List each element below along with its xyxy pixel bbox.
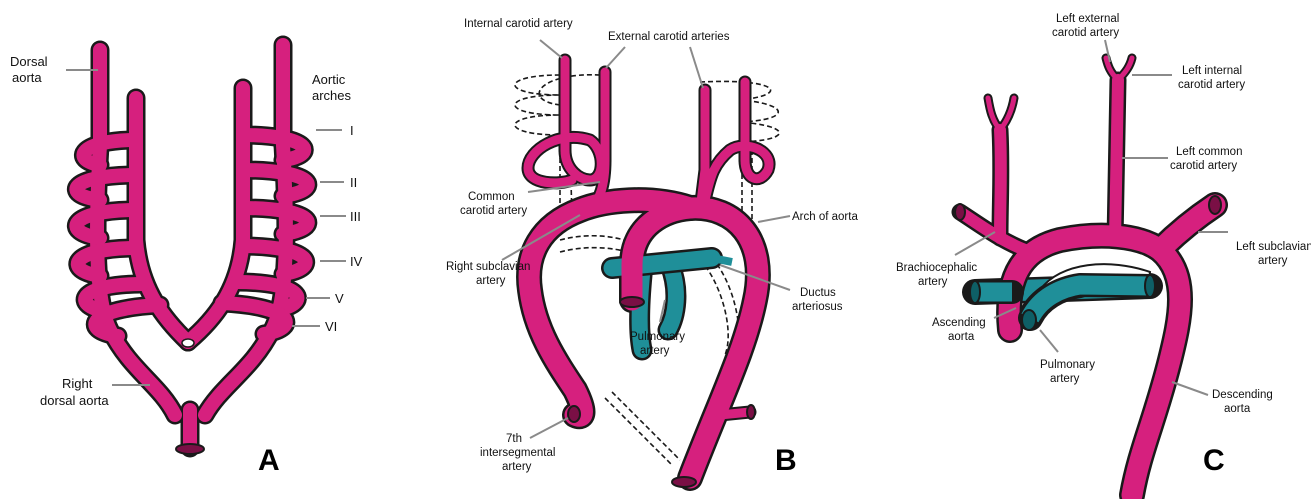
label-left-external-carotid-line2: carotid artery	[1052, 27, 1119, 39]
label-arch-of-aorta: Arch of aorta	[792, 211, 858, 223]
label-left-internal-carotid-line2: carotid artery	[1178, 79, 1245, 91]
label-brachiocephalic-line2: artery	[918, 276, 948, 288]
panel-b-vessels	[528, 60, 769, 487]
label-left-common-carotid-line2: carotid artery	[1170, 160, 1237, 172]
label-aortic-arches-line1: Aortic	[312, 72, 346, 87]
label-arch-vi: VI	[325, 319, 337, 334]
label-arch-v: V	[335, 291, 344, 306]
label-left-common-carotid-line1: Left common	[1176, 146, 1242, 158]
label-internal-carotid-artery: Internal carotid artery	[464, 18, 573, 30]
label-ductus-arteriosus-line2: arteriosus	[792, 301, 843, 313]
panel-letter-c: C	[1203, 444, 1225, 477]
label-external-carotid-arteries: External carotid arteries	[608, 31, 730, 43]
panel-letter-a: A	[258, 444, 280, 477]
panel-c-vessels	[955, 58, 1221, 495]
label-pulmonary-artery-b-line2: artery	[640, 345, 670, 357]
label-brachiocephalic-line1: Brachiocephalic	[896, 262, 977, 274]
panel-c: Left external carotid artery Left intern…	[896, 13, 1311, 495]
label-left-subclavian-line2: artery	[1258, 255, 1288, 267]
label-dorsal-aorta-line2: aorta	[12, 70, 42, 85]
label-pulmonary-artery-c-line1: Pulmonary	[1040, 359, 1095, 371]
label-left-subclavian-line1: Left subclavian	[1236, 241, 1311, 253]
label-right-dorsal-aorta-line1: Right	[62, 376, 93, 391]
label-right-subclavian-line1: Right subclavian	[446, 261, 530, 273]
label-ascending-aorta-line2: aorta	[948, 331, 975, 343]
label-pulmonary-artery-c-line2: artery	[1050, 373, 1080, 385]
label-arch-i: I	[350, 123, 354, 138]
label-left-external-carotid-line1: Left external	[1056, 13, 1119, 25]
label-pulmonary-artery-b-line1: Pulmonary	[630, 331, 685, 343]
panel-a: Dorsal aorta Aortic arches I II III IV V…	[10, 45, 363, 477]
label-arch-iv: IV	[350, 254, 363, 269]
label-right-subclavian-line2: artery	[476, 275, 506, 287]
label-left-internal-carotid-line1: Left internal	[1182, 65, 1242, 77]
label-7th-intersegmental-line1: 7th	[506, 433, 522, 445]
panel-letter-b: B	[775, 444, 797, 477]
label-aortic-arches-line2: arches	[312, 88, 352, 103]
panel-a-vessels	[76, 45, 307, 454]
panel-b-labels: Internal carotid artery External carotid…	[446, 18, 858, 477]
label-common-carotid-line1: Common	[468, 191, 515, 203]
label-7th-intersegmental-line3: artery	[502, 461, 532, 473]
panel-b: Internal carotid artery External carotid…	[446, 18, 858, 487]
label-ascending-aorta-line1: Ascending	[932, 317, 986, 329]
label-ductus-arteriosus-line1: Ductus	[800, 287, 836, 299]
label-descending-aorta-line1: Descending	[1212, 389, 1273, 401]
label-common-carotid-line2: carotid artery	[460, 205, 527, 217]
label-right-dorsal-aorta-line2: dorsal aorta	[40, 393, 109, 408]
label-descending-aorta-line2: aorta	[1224, 403, 1251, 415]
label-7th-intersegmental-line2: intersegmental	[480, 447, 555, 459]
label-arch-iii: III	[350, 209, 361, 224]
label-dorsal-aorta-line1: Dorsal	[10, 54, 48, 69]
label-arch-ii: II	[350, 175, 357, 190]
